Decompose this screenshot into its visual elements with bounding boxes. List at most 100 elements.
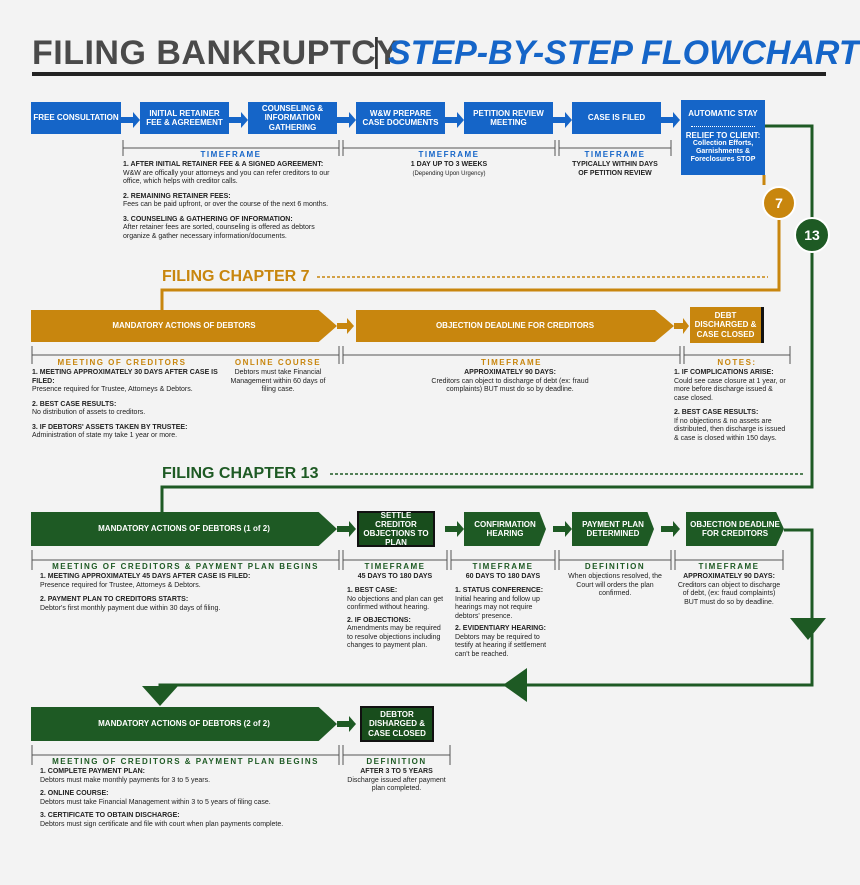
item-title: 2. ONLINE COURSE:	[40, 790, 109, 798]
ch13-objection-deadline: OBJECTION DEADLINE FOR CREDITORS	[686, 512, 784, 546]
ch7-notes-header: NOTES:	[717, 358, 757, 367]
item-body: After retainer fees are sorted, counseli…	[123, 224, 315, 240]
ch13-definition2-text: AFTER 3 TO 5 YEARS Discharge issued afte…	[343, 768, 450, 794]
ch13-debtor-discharged: DEBTOR DISHARGED & CASE CLOSED	[360, 706, 434, 742]
item-title: 1. STATUS CONFERENCE:	[455, 587, 544, 594]
ch7-objection-deadline: OBJECTION DEADLINE FOR CREDITORS	[356, 310, 674, 342]
ch13-tf-c-header: TIMEFRAME	[698, 562, 760, 571]
ch7-notes-list: 1. IF COMPLICATIONS ARISE:Could see case…	[674, 369, 788, 443]
item-title: 1. MEETING APPROXIMATELY 45 DAYS AFTER C…	[40, 573, 251, 580]
ch13-tf-b-item: 2. EVIDENTIARY HEARING:Debtors may be re…	[455, 625, 555, 659]
ch13-tf-c-body: Creditors can object to discharge of deb…	[677, 581, 781, 606]
title-right: STEP-BY-STEP FLOWCHART	[388, 34, 860, 72]
item-body: Debtors must make monthly payments for 3…	[40, 776, 211, 784]
item-title: 2. PAYMENT PLAN TO CREDITORS STARTS:	[40, 596, 189, 604]
title-underline	[32, 72, 826, 76]
automatic-stay-relief-title: RELIEF TO CLIENT:	[685, 131, 761, 141]
ch13-tf-a-item: 1. BEST CASE:No objections and plan can …	[347, 587, 447, 613]
item-body: No objections and plan can get confirmed…	[347, 595, 444, 612]
item-body: Debtors must take Financial Management w…	[40, 798, 271, 806]
ch13-meeting-item: 1. MEETING APPROXIMATELY 45 DAYS AFTER C…	[40, 573, 330, 590]
ch13-definition-header: DEFINITION	[584, 562, 646, 571]
item-body: Initial hearing and follow up hearings m…	[455, 595, 540, 620]
title-separator: |	[372, 32, 381, 70]
timeframe-header-2: TIMEFRAME	[418, 150, 480, 159]
item-body: Amendments may be required to resolve ob…	[347, 625, 441, 650]
ch13-tf-b-item: 1. STATUS CONFERENCE:Initial hearing and…	[455, 587, 555, 621]
ch13-confirmation-hearing: CONFIRMATION HEARING	[464, 512, 546, 546]
ch7-meeting-item: 1. MEETING APPROXIMATELY 30 DAYS AFTER C…	[32, 369, 222, 395]
ch13-payment-plan: PAYMENT PLAN DETERMINED	[572, 512, 654, 546]
title-left: FILING BANKRUPTCY	[32, 34, 400, 72]
chapter-13-badge: 13	[794, 217, 830, 253]
item-title: 1. BEST CASE:	[347, 587, 398, 594]
timeframe-2-line1: 1 DAY UP TO 3 WEEKS	[410, 161, 488, 168]
ch13-tf-b-header: TIMEFRAME	[472, 562, 534, 571]
ch13-meeting-item: 2. PAYMENT PLAN TO CREDITORS STARTS:Debt…	[40, 596, 330, 613]
ch7-mandatory-actions: MANDATORY ACTIONS OF DEBTORS	[31, 310, 337, 342]
timeframe-3-line2: OF PETITION REVIEW	[578, 169, 652, 177]
automatic-stay-relief-body: Collection Efforts, Garnishments & Forec…	[690, 140, 756, 164]
ch13-meeting-list: 1. MEETING APPROXIMATELY 45 DAYS AFTER C…	[40, 573, 330, 613]
ch13-tf-a-header: TIMEFRAME	[364, 562, 426, 571]
timeframe-header-3: TIMEFRAME	[584, 150, 646, 159]
ch13-tf-c-text: APPROXIMATELY 90 DAYS: Creditors can obj…	[675, 573, 783, 607]
item-body: If no objections & no assets are distrib…	[674, 417, 786, 442]
item-title: 1. MEETING APPROXIMATELY 30 DAYS AFTER C…	[32, 369, 218, 385]
step-case-filed: CASE IS FILED	[572, 102, 661, 134]
chapter-7-badge: 7	[762, 186, 796, 220]
timeframe-1-item: 1. AFTER INITIAL RETAINER FEE & A SIGNED…	[123, 161, 333, 187]
ch13-definition2-body: Discharge issued after payment plan comp…	[347, 776, 446, 793]
item-body: Administration of state my take 1 year o…	[32, 432, 178, 440]
item-body: Presence required for Trustee, Attorneys…	[32, 386, 193, 394]
timeframe-1-list: 1. AFTER INITIAL RETAINER FEE & A SIGNED…	[123, 161, 333, 241]
item-title: 1. COMPLETE PAYMENT PLAN:	[40, 768, 146, 775]
step-prepare-documents: W&W PREPARE CASE DOCUMENTS	[356, 102, 445, 134]
ch13-definition2-header: DEFINITION	[366, 757, 427, 766]
automatic-stay-title: AUTOMATIC STAY	[688, 109, 758, 118]
ch13-tf-a-item: 2. IF OBJECTIONS:Amendments may be requi…	[347, 617, 447, 651]
timeframe-2-text: 1 DAY UP TO 3 WEEKS (Depending Upon Urge…	[343, 161, 555, 178]
ch7-notes-item: 1. IF COMPLICATIONS ARISE:Could see case…	[674, 369, 788, 403]
timeframe-2-line2: (Depending Upon Urgency)	[412, 170, 486, 177]
timeframe-1-item: 2. REMAINING RETAINER FEES:Fees can be p…	[123, 193, 333, 210]
ch7-timeframe-text: APPROXIMATELY 90 DAYS: Creditors can obj…	[430, 369, 590, 395]
step-initial-retainer: INITIAL RETAINER FEE & AGREEMENT	[140, 102, 229, 134]
timeframe-3-line1: TYPICALLY WITHIN DAYS	[572, 161, 658, 168]
ch13-definition2-title: AFTER 3 TO 5 YEARS	[360, 768, 433, 775]
item-body: Debtor's first monthly payment due withi…	[40, 604, 221, 612]
item-title: 1. AFTER INITIAL RETAINER FEE & A SIGNED…	[123, 161, 324, 168]
item-title: 2. IF OBJECTIONS:	[347, 616, 411, 624]
ch13-tf-a-range: 45 DAYS TO 180 DAYS	[357, 573, 433, 580]
ch7-timeframe-body: Creditors can object to discharge of deb…	[431, 377, 589, 394]
timeframe-1-item: 3. COUNSELING & GATHERING OF INFORMATION…	[123, 216, 333, 242]
step-petition-review: PETITION REVIEW MEETING	[464, 102, 553, 134]
ch13-meeting-header: MEETING OF CREDITORS & PAYMENT PLAN BEGI…	[52, 562, 319, 571]
item-body: Debtors may be required to testify at he…	[455, 633, 547, 658]
item-title: 2. BEST CASE RESULTS:	[32, 400, 117, 408]
ch7-meeting-list: 1. MEETING APPROXIMATELY 30 DAYS AFTER C…	[32, 369, 222, 441]
ch13-meeting2-list: 1. COMPLETE PAYMENT PLAN:Debtors must ma…	[40, 768, 336, 829]
step-free-consultation: FREE CONSULTATION	[31, 102, 121, 134]
item-body: Could see case closure at 1 year, or mor…	[674, 377, 786, 402]
ch7-meeting-item: 3. IF DEBTORS' ASSETS TAKEN BY TRUSTEE:A…	[32, 424, 222, 441]
ch13-tf-b-list: 1. STATUS CONFERENCE:Initial hearing and…	[455, 587, 555, 659]
ch7-meeting-item: 2. BEST CASE RESULTS:No distribution of …	[32, 401, 222, 418]
ch7-online-header: ONLINE COURSE	[234, 358, 322, 367]
item-body: W&W are offically your attorneys and you…	[123, 169, 330, 186]
ch13-tf-a-list: 1. BEST CASE:No objections and plan can …	[347, 587, 447, 651]
ch13-meeting2-item: 2. ONLINE COURSE:Debtors must take Finan…	[40, 790, 336, 807]
ch13-meeting2-item: 1. COMPLETE PAYMENT PLAN:Debtors must ma…	[40, 768, 336, 785]
ch7-notes-item: 2. BEST CASE RESULTS:If no objections & …	[674, 409, 788, 443]
ch13-tf-b-range: 60 DAYS TO 180 DAYS	[465, 573, 541, 580]
item-title: 2. EVIDENTIARY HEARING:	[455, 625, 547, 633]
ch13-settle-objections: SETTLE CREDITOR OBJECTIONS TO PLAN	[357, 511, 435, 547]
timeframe-3-text: TYPICALLY WITHIN DAYS OF PETITION REVIEW	[559, 161, 671, 178]
item-body: Debtors must sign certificate and file w…	[40, 820, 284, 828]
ch7-debt-discharged: DEBT DISCHARGED & CASE CLOSED	[690, 307, 764, 343]
chapter-13-label: FILING CHAPTER 13	[162, 465, 319, 482]
item-body: Presence required for Trustee, Attorneys…	[40, 581, 201, 589]
ch7-timeframe-header: TIMEFRAME	[480, 358, 543, 367]
item-title: 3. CERTIFICATE TO OBTAIN DISCHARGE:	[40, 812, 180, 820]
